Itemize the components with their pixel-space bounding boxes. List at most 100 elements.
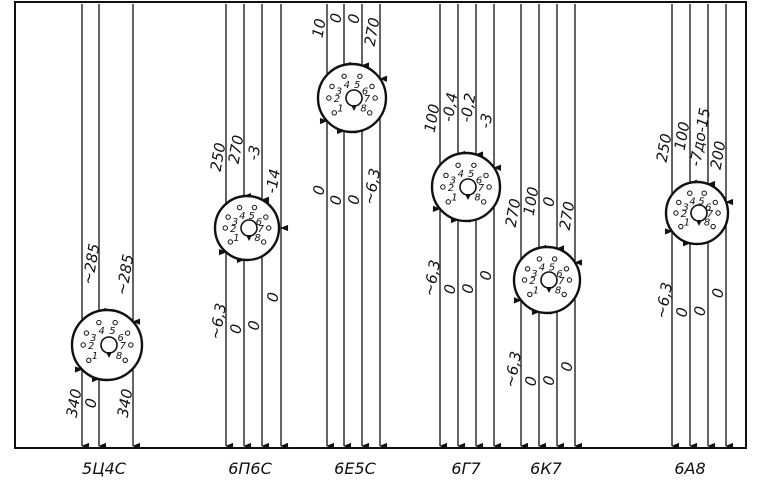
bottom-voltage-label: 340 bbox=[114, 387, 137, 418]
socket-key bbox=[100, 336, 118, 354]
socket-pin bbox=[445, 199, 451, 205]
top-voltage-label: 100 bbox=[520, 185, 543, 216]
socket-pin bbox=[122, 357, 128, 363]
top-voltage-label: 270 bbox=[502, 197, 525, 228]
pin-number: 1 bbox=[533, 285, 539, 296]
socket-pin bbox=[326, 95, 332, 101]
socket-pin bbox=[551, 256, 558, 262]
socket-pin bbox=[524, 266, 531, 272]
socket-pin bbox=[701, 190, 707, 196]
socket-pin bbox=[715, 210, 721, 216]
pin-number: 3 bbox=[531, 269, 537, 280]
bottom-voltage-label: 0 bbox=[690, 305, 709, 318]
pin-number: 4 bbox=[344, 80, 350, 91]
socket-pin bbox=[329, 83, 335, 90]
pin-number: 8 bbox=[360, 104, 366, 115]
top-voltage-label: -3 bbox=[244, 144, 264, 162]
pin-number: 2 bbox=[529, 276, 535, 287]
socket-pin bbox=[124, 330, 131, 336]
socket-pin bbox=[357, 73, 363, 79]
socket-pin bbox=[367, 110, 373, 116]
pin-number: 5 bbox=[549, 262, 555, 273]
pin-number: 7 bbox=[120, 341, 127, 352]
socket-pin bbox=[443, 172, 449, 179]
pin-number: 2 bbox=[681, 209, 687, 220]
socket-pin bbox=[96, 319, 102, 326]
tube-name: 6П6С bbox=[228, 459, 272, 478]
pin-number: 1 bbox=[233, 233, 239, 244]
pin-number: 6 bbox=[556, 269, 562, 280]
pin-number: 7 bbox=[364, 94, 371, 105]
bottom-voltage-label: 0 bbox=[440, 283, 459, 296]
bottom-voltage-label: 0 bbox=[81, 397, 100, 410]
bottom-voltage-label: 0 bbox=[672, 306, 691, 319]
socket-pin bbox=[260, 239, 267, 245]
pin-number: 5 bbox=[468, 169, 474, 180]
bottom-voltage-label: 0 bbox=[521, 375, 540, 388]
bottom-voltage-label: 0 bbox=[326, 194, 345, 207]
pin-number: 2 bbox=[334, 94, 340, 105]
bottom-voltage-label: 0 bbox=[226, 323, 245, 336]
socket-pin bbox=[676, 199, 682, 206]
socket-pin bbox=[678, 223, 684, 230]
socket-pin bbox=[483, 172, 489, 179]
bottom-voltage-label: 0 bbox=[244, 319, 263, 332]
top-voltage-label: 0 bbox=[326, 12, 345, 25]
socket-pin bbox=[566, 277, 573, 283]
socket-pin bbox=[481, 199, 487, 205]
pin-number: 7 bbox=[707, 209, 714, 220]
socket-pin bbox=[266, 225, 272, 231]
socket-key-notch bbox=[246, 235, 252, 241]
tube-name: 6Е5С bbox=[334, 459, 376, 478]
socket-key-notch bbox=[696, 220, 702, 226]
top-voltage-label: ~285 bbox=[113, 253, 138, 297]
socket-key-notch bbox=[106, 352, 112, 358]
socket-pin bbox=[236, 204, 243, 211]
bottom-voltage-label: 0 bbox=[344, 193, 363, 206]
socket-pin bbox=[440, 184, 446, 190]
socket-pin bbox=[673, 210, 679, 216]
socket-key-notch bbox=[546, 287, 552, 293]
top-voltage-label: -0,4 bbox=[439, 91, 462, 123]
pin-number: 6 bbox=[476, 175, 482, 186]
pin-number: 3 bbox=[232, 217, 238, 228]
socket-key-notch bbox=[351, 105, 357, 111]
socket-pin bbox=[227, 239, 234, 245]
pin-number: 2 bbox=[448, 183, 454, 194]
socket-pin bbox=[222, 225, 228, 231]
pin-number: 4 bbox=[458, 169, 464, 180]
pin-number: 7 bbox=[478, 183, 485, 194]
socket-pin bbox=[486, 184, 492, 190]
socket-pin bbox=[712, 199, 718, 206]
socket-pin bbox=[128, 342, 134, 348]
top-voltage-label: 10 bbox=[309, 17, 330, 39]
bottom-voltage-label: 0 bbox=[539, 374, 558, 387]
socket-key-notch bbox=[465, 194, 471, 200]
pin-number: 4 bbox=[539, 262, 545, 273]
tube-name: 6К7 bbox=[530, 459, 563, 478]
pin-number: 5 bbox=[354, 80, 360, 91]
socket-pin bbox=[263, 214, 269, 220]
socket-pin bbox=[112, 319, 118, 326]
tube-name: 6А8 bbox=[674, 459, 705, 478]
pin-number: 8 bbox=[555, 285, 561, 296]
top-voltage-label: 100 bbox=[421, 103, 444, 134]
socket-pin bbox=[710, 223, 716, 230]
socket-pin bbox=[521, 277, 528, 283]
bottom-voltage-label: 0 bbox=[557, 360, 576, 373]
pin-number: 6 bbox=[117, 333, 123, 344]
top-voltage-label: 0 bbox=[344, 12, 363, 25]
bottom-voltage-label: 0 bbox=[309, 184, 328, 197]
pin-number: 1 bbox=[451, 193, 457, 204]
pin-number: 4 bbox=[689, 197, 695, 208]
bottom-voltage-label: 0 bbox=[263, 291, 282, 304]
pin-number: 1 bbox=[337, 104, 343, 115]
pin-number: 1 bbox=[684, 217, 690, 228]
pin-number: 6 bbox=[256, 217, 262, 228]
